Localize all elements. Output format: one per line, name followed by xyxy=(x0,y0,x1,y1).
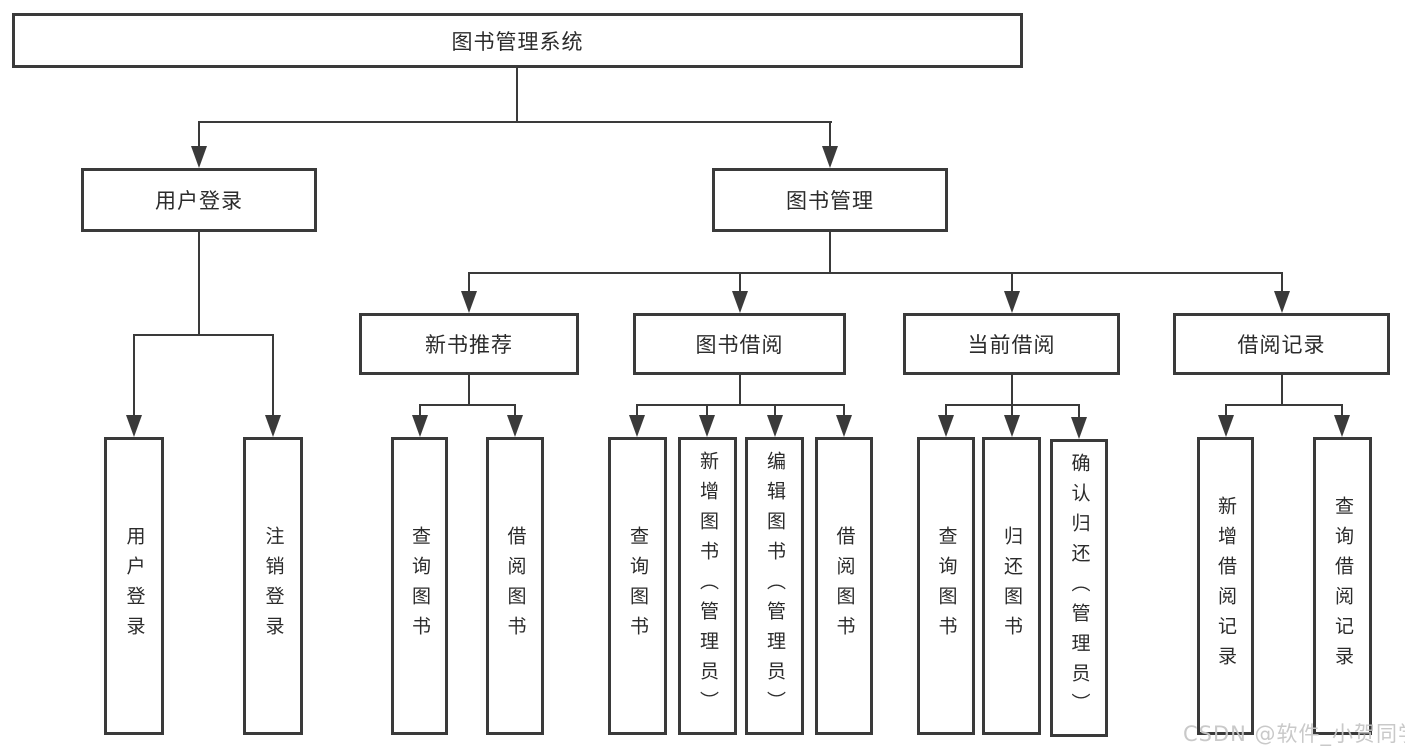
leaf-logout: 注销登录 xyxy=(243,437,303,735)
connector-user-login-stem xyxy=(198,232,200,336)
connector-borrow-records-hbar xyxy=(1225,404,1343,406)
arrow-to-user-login xyxy=(191,146,207,168)
arrow-current-leaf1 xyxy=(938,415,954,437)
node-root-label: 图书管理系统 xyxy=(451,29,584,54)
leaf-newbook-borrow-books: 借阅图书 xyxy=(486,437,544,735)
leaf-records-query-borrow-record: 查询借阅记录 xyxy=(1313,437,1372,735)
connector-to-book-management-stem xyxy=(829,121,831,147)
node-borrow-records-label: 借阅记录 xyxy=(1237,333,1326,357)
leaf-borrow-query-books: 查询图书 xyxy=(608,437,667,735)
connector-records-leaf2-stem xyxy=(1341,404,1343,416)
node-new-book-recommend: 新书推荐 xyxy=(359,313,579,375)
arrow-current-leaf2 xyxy=(1004,415,1020,437)
leaf-current-confirm-return-admin-label: 确认归还（管理员） xyxy=(1068,453,1091,723)
node-book-management-label: 图书管理 xyxy=(786,189,874,213)
leaf-borrow-borrow-books-label: 借阅图书 xyxy=(833,526,856,646)
arrow-records-leaf2 xyxy=(1334,415,1350,437)
node-current-borrow-label: 当前借阅 xyxy=(967,333,1056,357)
csdn-watermark: CSDN @软件_小贺同学 xyxy=(1183,722,1405,746)
connector-book-borrow-stem2 xyxy=(739,375,741,406)
leaf-records-add-borrow-record-label: 新增借阅记录 xyxy=(1215,496,1237,676)
arrow-newbook-leaf1 xyxy=(412,415,428,437)
connector-to-leaf-login-stem xyxy=(133,334,135,416)
connector-borrow-leaf2-stem xyxy=(706,404,708,416)
node-book-management: 图书管理 xyxy=(712,168,948,232)
connector-to-book-borrow-stem xyxy=(739,272,741,292)
node-borrow-records: 借阅记录 xyxy=(1173,313,1390,375)
connector-new-book-stem xyxy=(468,375,470,406)
arrow-borrow-leaf1 xyxy=(629,415,645,437)
leaf-records-add-borrow-record: 新增借阅记录 xyxy=(1197,437,1254,735)
arrow-current-leaf3 xyxy=(1071,417,1087,439)
leaf-borrow-borrow-books: 借阅图书 xyxy=(815,437,873,735)
connector-borrow-leaf3-stem xyxy=(774,404,776,416)
leaf-newbook-query-books: 查询图书 xyxy=(391,437,448,735)
arrow-to-borrow-records xyxy=(1274,291,1290,313)
arrow-to-current-borrow xyxy=(1004,291,1020,313)
connector-newbook-leaf2-stem xyxy=(514,404,516,416)
arrow-borrow-leaf4 xyxy=(836,415,852,437)
node-book-borrow-label: 图书借阅 xyxy=(695,333,784,357)
arrow-borrow-leaf3 xyxy=(767,415,783,437)
arrow-to-leaf-logout xyxy=(265,415,281,437)
leaf-user-login: 用户登录 xyxy=(104,437,164,735)
leaf-current-return-books-label: 归还图书 xyxy=(1001,526,1023,646)
connector-book-management-hbar xyxy=(468,272,1283,274)
connector-user-login-hbar xyxy=(133,334,274,336)
connector-current-leaf2-stem xyxy=(1011,404,1013,416)
connector-current-leaf1-stem xyxy=(945,404,947,416)
connector-to-borrow-records-stem xyxy=(1281,272,1283,292)
connector-book-management-stem xyxy=(829,232,831,274)
connector-root-hbar xyxy=(198,121,832,123)
leaf-current-query-books: 查询图书 xyxy=(917,437,975,735)
connector-book-borrow-hbar xyxy=(636,404,845,406)
leaf-newbook-borrow-books-label: 借阅图书 xyxy=(504,526,527,646)
connector-to-user-login-stem xyxy=(198,121,200,147)
arrow-borrow-leaf2 xyxy=(699,415,715,437)
leaf-borrow-add-books-admin: 新增图书（管理员） xyxy=(678,437,737,735)
leaf-user-login-label: 用户登录 xyxy=(123,526,146,646)
leaf-borrow-add-books-admin-label: 新增图书（管理员） xyxy=(697,451,719,721)
leaf-borrow-query-books-label: 查询图书 xyxy=(627,526,649,646)
node-user-login: 用户登录 xyxy=(81,168,317,232)
node-root: 图书管理系统 xyxy=(12,13,1023,68)
node-book-borrow: 图书借阅 xyxy=(633,313,846,375)
arrow-records-leaf1 xyxy=(1218,415,1234,437)
connector-new-book-hbar xyxy=(419,404,516,406)
connector-borrow-leaf1-stem xyxy=(636,404,638,416)
leaf-borrow-edit-books-admin: 编辑图书（管理员） xyxy=(745,437,804,735)
connector-current-borrow-stem2 xyxy=(1011,375,1013,406)
node-new-book-recommend-label: 新书推荐 xyxy=(425,333,513,357)
connector-to-leaf-logout-stem xyxy=(272,334,274,416)
arrow-newbook-leaf2 xyxy=(507,415,523,437)
arrow-to-leaf-login xyxy=(126,415,142,437)
node-user-login-label: 用户登录 xyxy=(155,189,243,213)
arrow-to-new-book xyxy=(461,291,477,313)
connector-current-leaf3-stem xyxy=(1078,404,1080,418)
leaf-current-confirm-return-admin: 确认归还（管理员） xyxy=(1050,439,1108,737)
arrow-to-book-management xyxy=(822,146,838,168)
leaf-newbook-query-books-label: 查询图书 xyxy=(409,526,431,646)
leaf-current-query-books-label: 查询图书 xyxy=(935,526,958,646)
leaf-borrow-edit-books-admin-label: 编辑图书（管理员） xyxy=(764,451,786,721)
connector-borrow-leaf4-stem xyxy=(843,404,845,416)
leaf-records-query-borrow-record-label: 查询借阅记录 xyxy=(1332,496,1354,676)
connector-to-current-borrow-stem xyxy=(1011,272,1013,292)
node-current-borrow: 当前借阅 xyxy=(903,313,1120,375)
connector-to-new-book-stem xyxy=(468,272,470,292)
connector-root-stem xyxy=(516,68,518,122)
leaf-current-return-books: 归还图书 xyxy=(982,437,1041,735)
leaf-logout-label: 注销登录 xyxy=(262,526,285,646)
connector-newbook-leaf1-stem xyxy=(419,404,421,416)
arrow-to-book-borrow xyxy=(732,291,748,313)
connector-records-leaf1-stem xyxy=(1225,404,1227,416)
connector-borrow-records-stem2 xyxy=(1281,375,1283,406)
